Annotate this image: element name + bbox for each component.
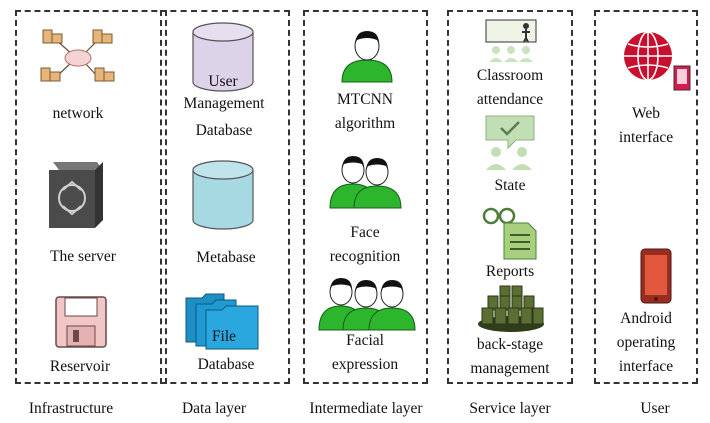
web-globe-icon [624, 31, 691, 91]
node-label: Reservoir [49, 358, 111, 375]
node-label: Web [631, 105, 661, 122]
node-label: network [52, 105, 104, 122]
node-label: File [211, 328, 237, 345]
node-label: expression [331, 356, 399, 373]
node-label: interface [618, 358, 674, 375]
database-cylinder-icon [192, 160, 254, 230]
node-label: recognition [329, 248, 401, 265]
user-panel [594, 10, 698, 384]
network-icon [40, 29, 115, 82]
column-title-intermediate-layer: Intermediate layer [309, 400, 423, 417]
floppy-disk-icon [55, 296, 107, 348]
node-label: interface [618, 129, 674, 146]
two-people-icon [329, 156, 402, 209]
android-phone-icon [640, 248, 672, 304]
node-label: Android [620, 310, 672, 327]
node-label: State [494, 177, 526, 194]
node-label: Classroom [476, 67, 544, 84]
node-label: User [208, 73, 238, 90]
node-label: The server [50, 248, 116, 265]
classroom-icon [485, 19, 537, 62]
group-people-icon [318, 278, 416, 331]
node-label: MTCNN [337, 91, 393, 108]
folder-icon [185, 293, 259, 350]
node-label: attendance [476, 91, 544, 108]
server-icon [49, 162, 103, 228]
node-label: management [470, 360, 550, 377]
column-title-data-layer: Data layer [181, 400, 247, 417]
report-icon [482, 207, 537, 260]
intermediate-layer-panel [303, 10, 428, 384]
column-title-infrastructure: Infrastructure [28, 400, 114, 417]
node-label: Management [183, 95, 265, 112]
node-label: Face [350, 224, 380, 241]
column-title-user: User [640, 400, 670, 417]
node-label: Database [197, 356, 255, 373]
infrastructure-panel [15, 10, 167, 384]
database-cylinder-icon [192, 22, 254, 92]
service-layer-panel [447, 10, 573, 384]
node-label: Facial [346, 332, 384, 349]
node-label: Reports [485, 263, 535, 280]
data-layer-panel [160, 10, 290, 384]
server-stack-icon [478, 285, 544, 332]
node-label: operating [616, 334, 676, 351]
node-label: Database [195, 122, 253, 139]
node-label: back-stage [476, 336, 544, 353]
node-label: Metabase [196, 249, 256, 266]
person-icon [341, 31, 393, 83]
chat-check-icon [485, 115, 535, 170]
column-title-service-layer: Service layer [469, 400, 551, 417]
node-label: algorithm [334, 115, 396, 132]
